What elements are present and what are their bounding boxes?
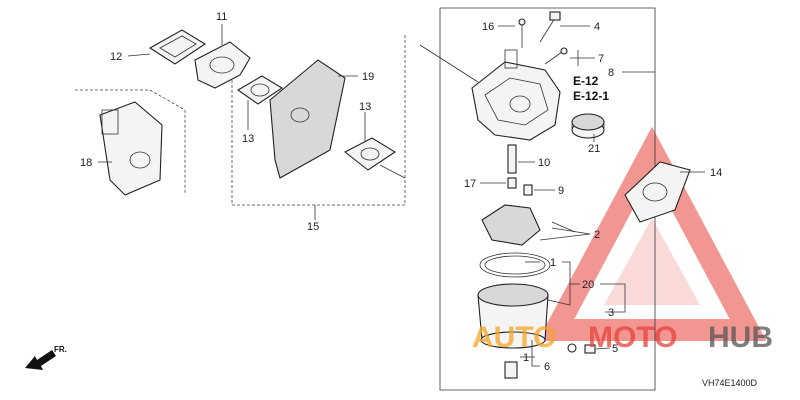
callout-17: 17 xyxy=(464,178,476,190)
part-16-screw xyxy=(518,18,526,48)
leader-lines xyxy=(98,24,705,367)
callout-7: 7 xyxy=(598,53,604,65)
callout-4: 4 xyxy=(594,21,600,33)
callout-14: 14 xyxy=(710,167,722,179)
ref-e12: E-12 xyxy=(573,74,599,88)
part-2-float xyxy=(481,204,576,246)
group-18-frame xyxy=(75,89,186,195)
part-11-insulator xyxy=(194,41,251,89)
callout-11: 11 xyxy=(216,11,227,23)
part-19-heat-plate xyxy=(269,59,346,179)
part-13-gasket-left xyxy=(236,75,284,105)
part-17-screw xyxy=(507,177,517,189)
ref-e12-1: E-12-1 xyxy=(573,89,609,103)
callout-8: 8 xyxy=(608,67,614,79)
watermark-moto: MOTO xyxy=(588,321,677,354)
group-8-frame xyxy=(439,7,656,391)
part-10-jet xyxy=(507,144,517,174)
watermark-text: AUTO MOTO HUB xyxy=(472,321,773,354)
callout-20: 20 xyxy=(582,279,594,291)
watermark-auto: AUTO xyxy=(472,321,556,354)
callout-5: 5 xyxy=(612,343,618,355)
callout-18: 18 xyxy=(80,157,92,169)
part-13-gasket-right xyxy=(343,137,397,171)
callout-19: 19 xyxy=(362,71,374,83)
part-14-gasket xyxy=(624,161,691,223)
part-6-bolt xyxy=(504,361,518,379)
part-12-gasket xyxy=(148,29,207,65)
callout-12: 12 xyxy=(110,51,122,63)
part-1-gasket-ring xyxy=(479,252,551,278)
callout-1-lower: 1 xyxy=(523,352,529,364)
callout-2: 2 xyxy=(594,229,600,241)
callout-10: 10 xyxy=(538,157,550,169)
part-21-cap xyxy=(571,113,605,139)
front-label: FR. xyxy=(54,345,67,354)
part-8-carburetor-body xyxy=(471,49,561,141)
front-direction-indicator: FR. xyxy=(25,345,67,370)
callout-9: 9 xyxy=(558,185,564,197)
callout-labels: 12 11 13 13 19 18 15 16 4 7 8 E-12 E-12-… xyxy=(80,11,722,373)
part-4-screw xyxy=(539,11,561,43)
watermark-hub: HUB xyxy=(708,321,773,354)
watermark-triangle-icon xyxy=(537,126,767,341)
part-18-bracket xyxy=(99,101,163,196)
watermark-logo xyxy=(537,126,767,341)
callout-6: 6 xyxy=(544,361,550,373)
part-3-float-chamber xyxy=(477,283,549,349)
callout-1-upper: 1 xyxy=(550,257,556,269)
front-arrow-icon xyxy=(25,350,56,370)
callout-15: 15 xyxy=(307,221,319,233)
group-15-frame xyxy=(231,35,406,206)
callout-21: 21 xyxy=(588,143,600,155)
callout-13-left: 13 xyxy=(242,133,254,145)
part-7-screw xyxy=(544,47,568,65)
callout-16: 16 xyxy=(482,21,494,33)
part-5-screw xyxy=(567,343,596,354)
callout-3: 3 xyxy=(608,307,614,319)
callout-13-right: 13 xyxy=(359,101,371,113)
diagram-code: VH74E1400D xyxy=(702,378,758,388)
part-9-screw xyxy=(523,184,533,196)
